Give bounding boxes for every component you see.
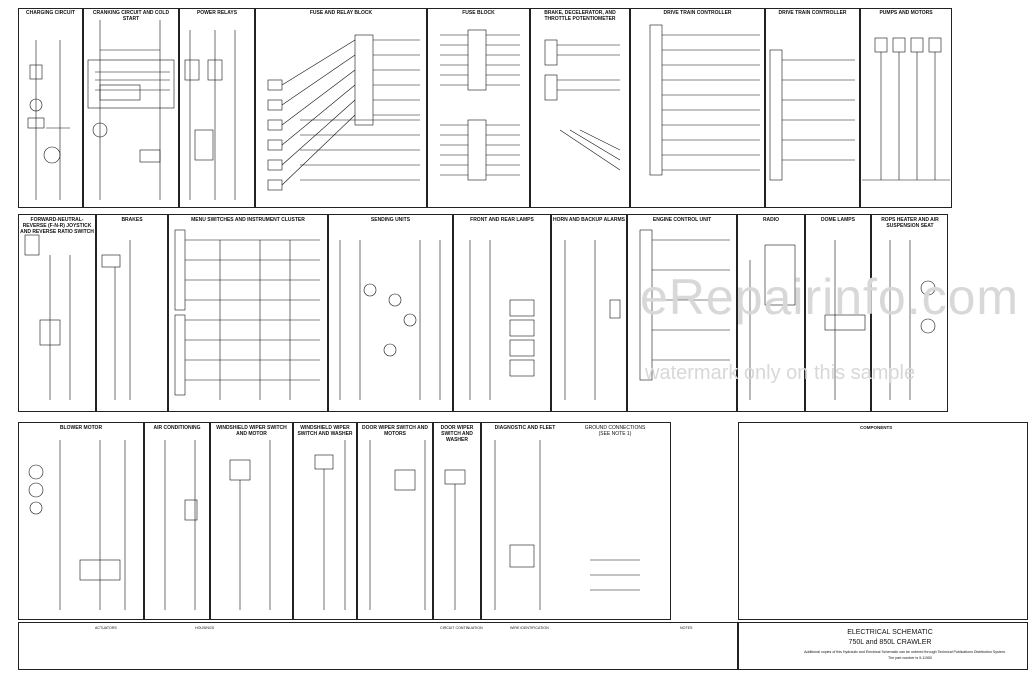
panel-horn-backup [551, 214, 627, 412]
panel-diagnostic-fleet [481, 422, 671, 620]
panel-windshield-wiper [210, 422, 293, 620]
panel-title-block [738, 622, 1028, 670]
watermark-text: eRepairinfo.com [640, 269, 1020, 325]
panel-rops-heater [871, 214, 948, 412]
title-block-line2: 750L and 850L CRAWLER [848, 639, 932, 646]
title-charging: CHARGING CIRCUIT [26, 10, 75, 16]
title-sending: SENDING UNITS [370, 217, 411, 223]
title-fuse-block: FUSE BLOCK [462, 10, 495, 16]
legend-actuators: ACTUATORS [95, 626, 117, 630]
panel-power-relays [179, 8, 255, 208]
title-door-wiper: DOOR WIPER SWITCH AND MOTORS [362, 425, 428, 437]
title-diagnostic: DIAGNOSTIC AND FLEET [494, 425, 556, 431]
panel-menu-switches [168, 214, 328, 412]
panel-brake-decelerator [530, 8, 630, 208]
title-door-washer: DOOR WIPER SWITCH AND WASHER [440, 425, 474, 443]
panel-blower-motor [18, 422, 144, 620]
panel-legend [18, 622, 738, 670]
title-fuse-relay: FUSE AND RELAY BLOCK [309, 10, 373, 16]
panel-sending-units [328, 214, 453, 412]
title-dome: DOME LAMPS [821, 217, 855, 223]
panel-dome-lamps [805, 214, 871, 412]
panel-fuse-block [427, 8, 530, 208]
title-windshield-washer: WINDSHIELD WIPER SWITCH AND WASHER [297, 425, 353, 437]
title-blower: BLOWER MOTOR [59, 425, 103, 431]
title-drive-2: DRIVE TRAIN CONTROLLER [778, 10, 847, 16]
legend-housings: HOUSINGS [195, 626, 215, 630]
title-cranking: CRANKING CIRCUIT AND COLD START [92, 10, 170, 22]
panel-radio [737, 214, 805, 412]
panel-drive-train-2 [765, 8, 860, 208]
title-menu: MENU SWITCHES AND INSTRUMENT CLUSTER [191, 217, 305, 223]
panel-door-washer [433, 422, 481, 620]
title-radio: RADIO [762, 217, 780, 223]
panel-brakes [96, 214, 168, 412]
title-pumps: PUMPS AND MOTORS [879, 10, 933, 16]
title-brakes: BRAKES [121, 217, 143, 223]
panel-pumps-motors [860, 8, 952, 208]
panel-air-conditioning [144, 422, 210, 620]
legend-wire-id: WIRE IDENTIFICATION [510, 626, 549, 630]
panel-fuse-relay-block [255, 8, 427, 208]
title-horn: HORN AND BACKUP ALARMS [552, 217, 626, 223]
title-block-line3: Additional copies of this Hydraulic and … [804, 650, 1006, 654]
title-lamps: FRONT AND REAR LAMPS [470, 217, 534, 223]
title-power-relays: POWER RELAYS [196, 10, 238, 16]
panel-charging-circuit [18, 8, 83, 208]
title-drive-1: DRIVE TRAIN CONTROLLER [663, 10, 732, 16]
title-ac: AIR CONDITIONING [153, 425, 201, 431]
title-fnr: FORWARD-NEUTRAL-REVERSE (F-N-R) JOYSTICK… [20, 217, 94, 235]
panel-fnr-joystick [18, 214, 96, 412]
title-windshield-wiper: WINDSHIELD WIPER SWITCH AND MOTOR [216, 425, 287, 437]
panel-components [738, 422, 1028, 620]
panel-drive-train-1 [630, 8, 765, 208]
title-brake: BRAKE, DECELERATOR, AND THROTTLE POTENTI… [544, 10, 616, 22]
title-ground: GROUND CONNECTIONS (SEE NOTE 1) [584, 425, 646, 437]
watermark-note: watermark only on this sample [645, 362, 916, 384]
panel-engine-control [627, 214, 737, 412]
components-title: COMPONENTS [860, 425, 893, 430]
title-block-line4: The part number is 9-11950 [887, 656, 933, 660]
legend-notes: NOTES [680, 626, 693, 630]
title-rops: ROPS HEATER AND AIR SUSPENSION SEAT [881, 217, 939, 229]
title-ecu: ENGINE CONTROL UNIT [652, 217, 712, 223]
panel-door-wiper [357, 422, 433, 620]
title-block-line1: ELECTRICAL SCHEMATIC [847, 629, 933, 636]
panel-front-rear-lamps [453, 214, 551, 412]
legend-circuit-cont: CIRCUIT CONTINUATION [440, 626, 483, 630]
